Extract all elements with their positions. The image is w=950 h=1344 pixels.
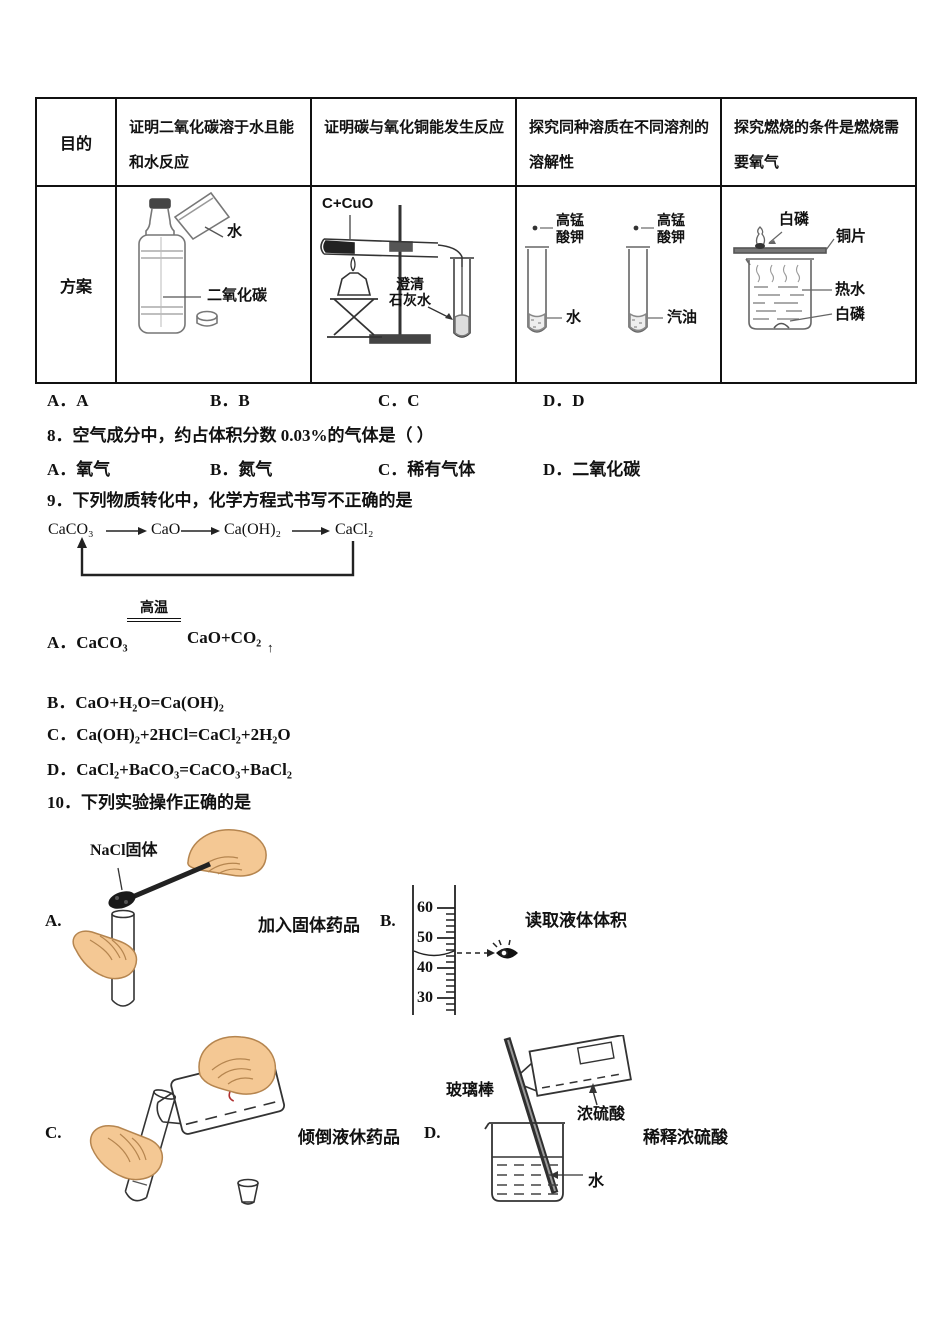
q10-figure-b-caption: 读取液体体积	[525, 911, 627, 930]
co2-label: 二氧化碳	[207, 288, 268, 304]
q10-figure-b-label: B.	[380, 911, 396, 930]
pour-liquid-drawing	[89, 1035, 286, 1205]
q10-stem: 10．下列实验操作正确的是	[47, 793, 251, 812]
q9-option-b: B．CaO+H₂O=Ca(OH)₂	[47, 693, 224, 712]
copper-sheet-label: 铜片	[836, 229, 867, 245]
scale-40: 40	[417, 959, 433, 976]
q10-figure-a-label: A.	[45, 911, 62, 930]
q9-option-a-gas-arrow: ↑	[267, 640, 274, 655]
q9-option-a: A．CaCO₃ 高温 CaO+CO₂ ↑	[47, 597, 347, 661]
kmno4-left-label-line2: 酸钾	[556, 231, 584, 246]
experiment-a-cell: 水 二氧化碳	[117, 187, 312, 382]
q10-figure-d-caption: 稀释浓硫酸	[643, 1128, 728, 1147]
q10-figure-d	[445, 1033, 660, 1225]
limewater-label-line1: 澄清	[396, 278, 424, 293]
kmno4-left-label-line1: 高锰	[556, 214, 584, 229]
q10-figure-d-label: D.	[424, 1123, 441, 1142]
water-label: 水	[227, 224, 243, 240]
dilute-acid-drawing	[484, 1033, 632, 1202]
carbon-cuo-apparatus-diagram	[320, 205, 474, 344]
q9-stem: 9．下列物质转化中，化学方程式书写不正确的是	[47, 491, 413, 510]
table-header-d: 探究燃烧的条件是燃烧需要氧气	[722, 99, 915, 187]
q7-option-c: C．C	[378, 391, 420, 410]
glass-rod-label: 玻璃棒	[446, 1082, 495, 1099]
hot-water-label: 热水	[835, 282, 866, 298]
water-beaker-label: 水	[588, 1173, 605, 1190]
q10-figure-a-caption: 加入固体药品	[258, 916, 360, 935]
limewater-label-line2: 石灰水	[389, 294, 431, 309]
kmno4-right-label-line1: 高锰	[657, 214, 685, 229]
nacl-solid-label: NaCl固体	[90, 842, 158, 859]
solubility-tubes-diagram	[525, 225, 663, 333]
q7-option-b: B．B	[210, 391, 250, 410]
chain-arrows	[77, 527, 355, 577]
q9-option-d: D．CaCl₂+BaCO₃=CaCO₃+BaCl₂	[47, 760, 292, 779]
chain-caoh2: Ca(OH)₂	[224, 521, 282, 538]
c-cuo-label: C+CuO	[322, 195, 374, 212]
q8-option-b: B．氮气	[210, 460, 273, 479]
q7-option-d: D．D	[543, 391, 585, 410]
white-phosphorus-bottom-label: 白磷	[835, 307, 866, 323]
q10-figure-c-caption: 倾倒液休药品	[298, 1128, 400, 1147]
table-purpose-label: 目的	[37, 99, 117, 187]
q9-option-a-lhs: A．CaCO₃	[47, 633, 128, 652]
q8-option-a: A．氧气	[47, 460, 111, 479]
experiment-c-cell: 高锰 酸钾 高锰 酸钾 水 汽油	[517, 187, 722, 382]
table-header-a: 证明二氧化碳溶于水且能和水反应	[117, 99, 312, 187]
q10-figure-c-label: C.	[45, 1123, 62, 1142]
q9-option-a-rhs: CaO+CO₂	[187, 628, 262, 647]
kmno4-right-label-line2: 酸钾	[657, 231, 685, 246]
co2-bottle-diagram	[138, 191, 231, 334]
chain-cacl2: CaCl₂	[335, 521, 374, 538]
q10-figure-b: 60 50 40 30	[405, 885, 530, 1020]
scale-60: 60	[417, 899, 433, 916]
experiment-b-cell: C+CuO 澄清 石灰水	[312, 187, 517, 382]
phosphorus-beaker-diagram	[733, 226, 835, 330]
chain-cao: CaO	[151, 521, 181, 538]
q9-option-a-condition: 高温	[127, 597, 181, 622]
table-header-c: 探究同种溶质在不同溶剂的溶解性	[517, 99, 722, 187]
q8-stem: 8．空气成分中，约占体积分数 0.03%的气体是（ ）	[47, 426, 434, 445]
scale-50: 50	[417, 929, 433, 946]
experiment-table: 目的 证明二氧化碳溶于水且能和水反应 证明碳与氧化铜能发生反应 探究同种溶质在不…	[35, 97, 917, 384]
q10-figure-a: NaCl固体	[60, 820, 290, 1020]
scale-30: 30	[417, 989, 433, 1006]
add-solid-drawing	[72, 829, 267, 1007]
chain-caco3: CaCO₃	[48, 521, 94, 538]
q7-option-a: A．A	[47, 391, 89, 410]
table-plan-label: 方案	[37, 187, 117, 382]
q8-option-d: D．二氧化碳	[543, 460, 641, 479]
q8-option-c: C．稀有气体	[378, 460, 476, 479]
experiment-d-cell: 白磷 铜片 热水 白磷	[722, 187, 915, 382]
gasoline-tube-label: 汽油	[667, 310, 698, 326]
q10-figure-c	[80, 1030, 300, 1220]
table-header-b: 证明碳与氧化铜能发生反应	[312, 99, 517, 187]
white-phosphorus-top-label: 白磷	[779, 212, 810, 228]
concentrated-acid-label: 浓硫酸	[577, 1106, 626, 1123]
conversion-chain-diagram: CaCO₃ CaO Ca(OH)₂ CaCl₂	[40, 513, 385, 585]
water-tube-label: 水	[566, 310, 582, 326]
q9-option-c: C．Ca(OH)₂+2HCl=CaCl₂+2H₂O	[47, 725, 291, 744]
graduated-cylinder-drawing	[412, 885, 518, 1015]
